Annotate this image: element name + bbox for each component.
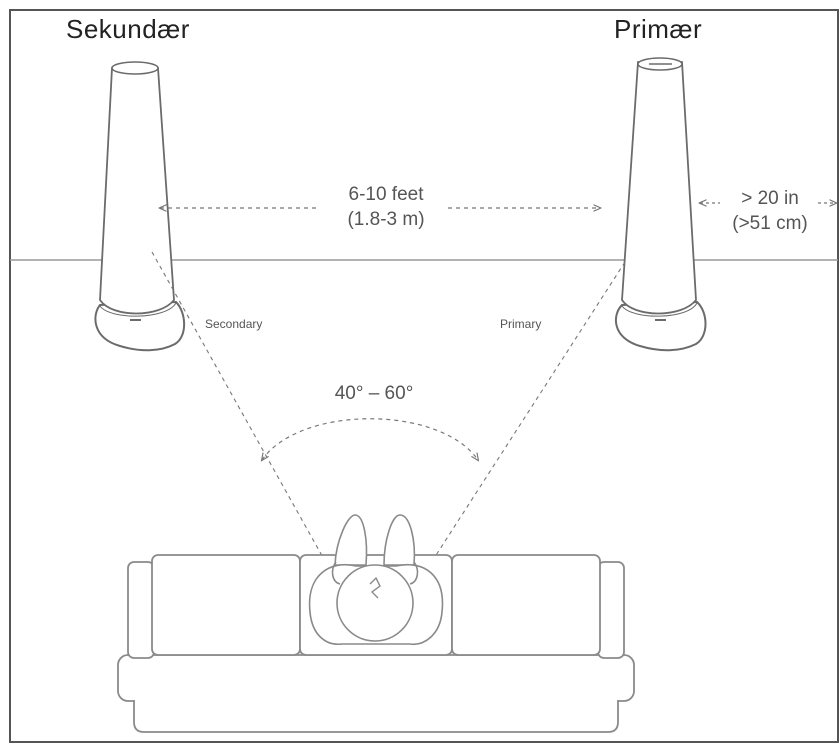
secondary-speaker-icon [94, 61, 186, 352]
secondary-sight-line [151, 251, 331, 571]
angle-arc [262, 418, 478, 460]
primary-speaker-icon [615, 57, 707, 352]
wall-gap-cm: (>51 cm) [732, 213, 808, 234]
distance-feet: 6-10 feet [348, 184, 424, 205]
distance-label: 6-10 feet (1.8-3 m) [316, 182, 456, 232]
secondary-small-label: Secondary [205, 317, 263, 331]
primary-small-label: Primary [500, 317, 542, 331]
angle-label: 40° – 60° [334, 383, 414, 404]
frame-border [9, 9, 839, 743]
primary-heading: Primær [614, 14, 703, 44]
secondary-heading: Sekundær [66, 14, 190, 44]
wall-gap-label: > 20 in (>51 cm) [718, 186, 822, 236]
primary-sight-line [419, 261, 626, 581]
wall-gap-inches: > 20 in [741, 188, 799, 209]
distance-meters: (1.8-3 m) [347, 209, 425, 230]
listener-icon [308, 514, 444, 645]
